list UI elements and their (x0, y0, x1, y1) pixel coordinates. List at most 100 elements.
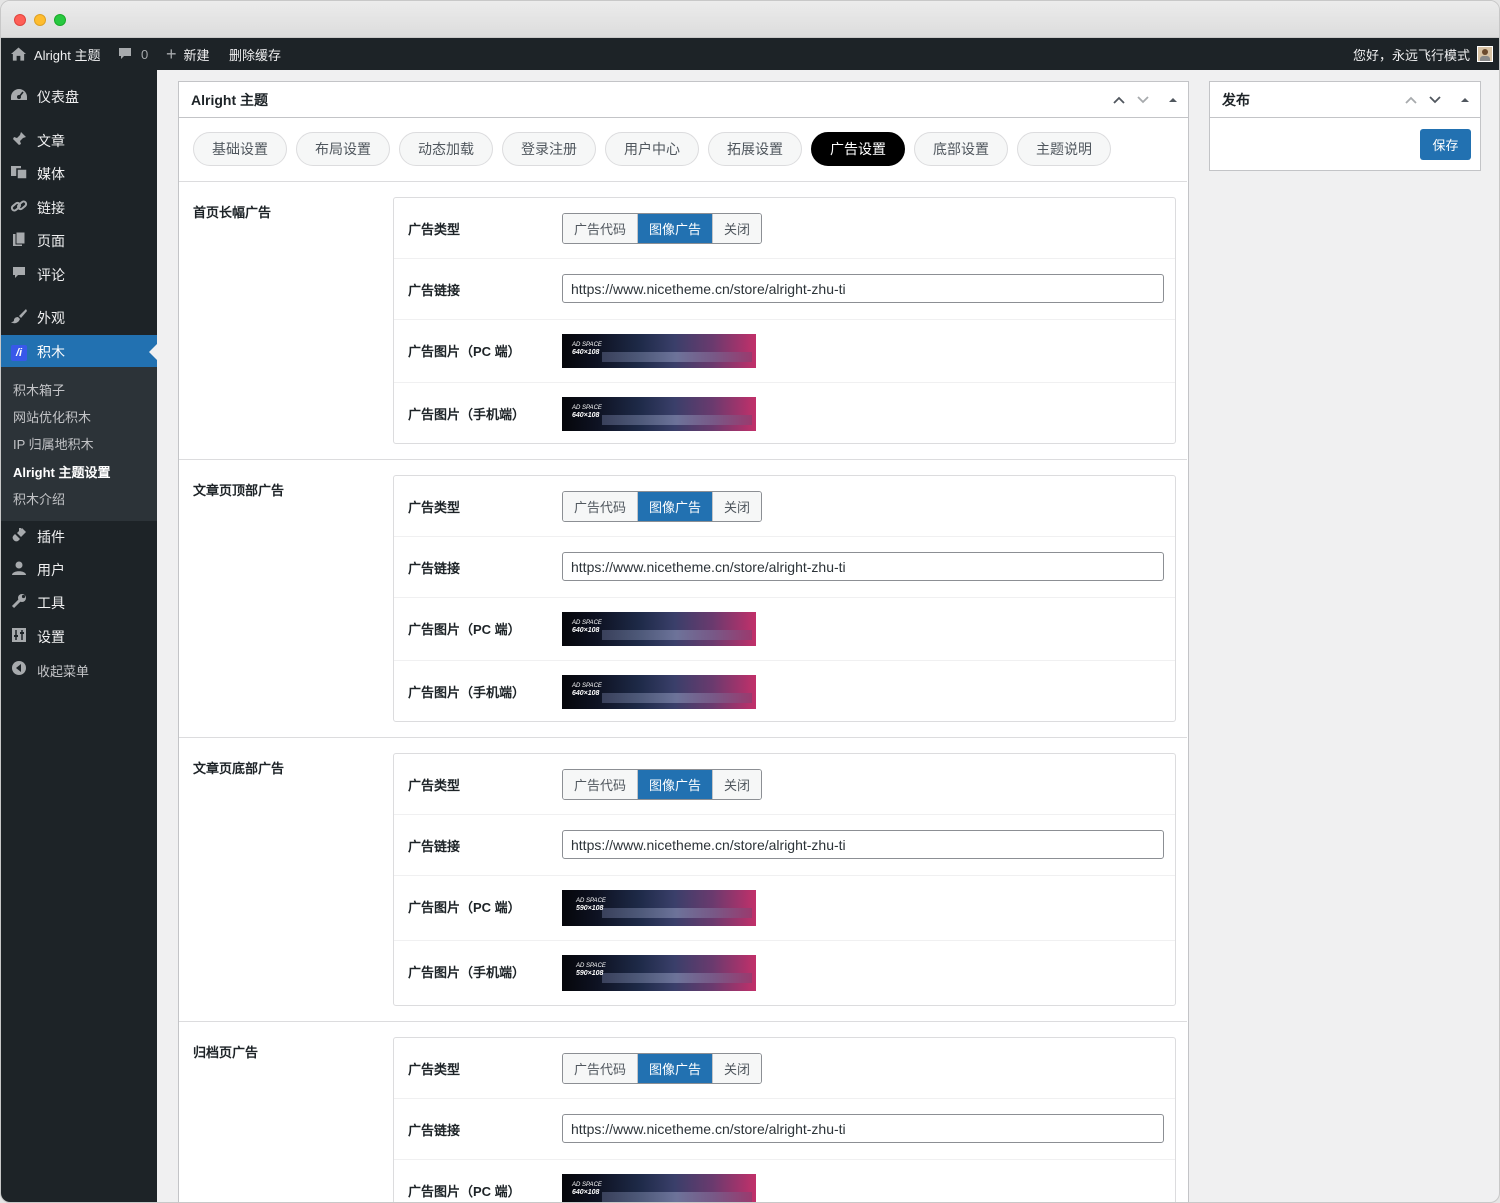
brush-icon (1, 308, 37, 328)
move-down-icon[interactable] (1136, 95, 1150, 105)
close-window-button[interactable] (14, 14, 26, 26)
sidebar-item-label: 外观 (37, 310, 65, 326)
ad-link-input[interactable]: https://www.nicetheme.cn/store/alright-z… (562, 830, 1164, 859)
ad-type-image-option[interactable]: 图像广告 (638, 770, 714, 799)
toggle-panel-icon[interactable] (1458, 95, 1472, 105)
save-button[interactable]: 保存 (1420, 129, 1471, 160)
ad-type-image-option[interactable]: 图像广告 (638, 492, 714, 521)
ad-link-row: 广告链接 https://www.nicetheme.cn/store/alri… (394, 259, 1175, 320)
ad-space-label: AD SPACE (572, 683, 602, 689)
sidebar-item-users[interactable]: 用户 (1, 553, 157, 587)
section-fields: 广告类型 广告代码 图像广告 关闭 广告链接 https://www.nicet… (393, 1037, 1176, 1202)
submenu-item-site-optimization[interactable]: 网站优化积木 (13, 410, 92, 425)
zoom-window-button[interactable] (54, 14, 66, 26)
sidebar-item-label: 链接 (37, 200, 65, 216)
ad-type-code-option[interactable]: 广告代码 (563, 214, 639, 243)
submenu-item-ip-location[interactable]: IP 归属地积木 (13, 437, 94, 452)
ad-link-label: 广告链接 (408, 561, 461, 576)
sidebar-item-media[interactable]: 媒体 (1, 157, 157, 191)
sidebar-item-links[interactable]: 链接 (1, 191, 157, 225)
sidebar-item-posts[interactable]: 文章 (1, 124, 157, 158)
minimize-window-button[interactable] (34, 14, 46, 26)
sidebar-item-tools[interactable]: 工具 (1, 586, 157, 620)
sidebar-item-collapse[interactable]: 收起菜单 (1, 653, 157, 687)
ad-type-off-option[interactable]: 关闭 (713, 214, 762, 243)
new-content-link[interactable]: + 新建 (166, 38, 210, 70)
comments-link[interactable]: 0 (118, 38, 148, 70)
ad-link-input[interactable]: https://www.nicetheme.cn/store/alright-z… (562, 552, 1164, 581)
ad-type-row: 广告类型 广告代码 图像广告 关闭 (394, 1038, 1175, 1099)
ad-type-label: 广告类型 (408, 778, 461, 793)
ad-type-code-option[interactable]: 广告代码 (563, 492, 639, 521)
sidebar-item-label: 仪表盘 (37, 89, 79, 105)
move-up-icon[interactable] (1404, 95, 1418, 105)
box-controls (1112, 82, 1180, 118)
ad-image-mobile-label: 广告图片（手机端） (408, 685, 526, 700)
section-title: 归档页广告 (193, 1045, 259, 1060)
sidebar-item-appearance[interactable]: 外观 (1, 301, 157, 335)
sidebar-item-plugins[interactable]: 插件 (1, 520, 157, 554)
sidebar-item-label: 积木 (37, 344, 65, 360)
sidebar-item-jimu[interactable]: /i 积木 (1, 335, 157, 369)
box-controls (1404, 82, 1472, 118)
submenu-item-alright-settings[interactable]: Alright 主题设置 (13, 465, 111, 480)
ad-type-off-option[interactable]: 关闭 (713, 1054, 762, 1083)
ad-link-input[interactable]: https://www.nicetheme.cn/store/alright-z… (562, 274, 1164, 303)
ad-type-off-option[interactable]: 关闭 (713, 492, 762, 521)
tab-footer[interactable]: 底部设置 (914, 132, 1008, 166)
move-down-icon[interactable] (1428, 95, 1442, 105)
sidebar-item-label: 页面 (37, 233, 65, 249)
tab-theme-notes[interactable]: 主题说明 (1017, 132, 1111, 166)
ad-type-image-option[interactable]: 图像广告 (638, 1054, 714, 1083)
move-up-icon[interactable] (1112, 95, 1126, 105)
toggle-panel-icon[interactable] (1166, 95, 1180, 105)
settings-icon (1, 627, 37, 647)
tab-dynamic-loading[interactable]: 动态加载 (399, 132, 493, 166)
tab-layout[interactable]: 布局设置 (296, 132, 390, 166)
theme-settings-header: Alright 主题 (179, 82, 1188, 118)
ad-type-code-option[interactable]: 广告代码 (563, 770, 639, 799)
sidebar-item-settings[interactable]: 设置 (1, 620, 157, 654)
sidebar-item-dashboard[interactable]: 仪表盘 (1, 80, 157, 114)
pin-icon (1, 131, 37, 151)
tab-login-register[interactable]: 登录注册 (502, 132, 596, 166)
tab-extensions[interactable]: 拓展设置 (708, 132, 802, 166)
tab-basic[interactable]: 基础设置 (193, 132, 287, 166)
sidebar-item-comments[interactable]: 评论 (1, 258, 157, 292)
clear-cache-link[interactable]: 删除缓存 (229, 38, 281, 70)
comments-count: 0 (141, 46, 149, 62)
site-name-link[interactable]: Alright 主题 (11, 38, 100, 70)
sidebar-item-pages[interactable]: 页面 (1, 224, 157, 258)
sidebar-item-label: 收起菜单 (37, 663, 90, 679)
my-account-link[interactable]: 您好，永远飞行模式 (1353, 38, 1493, 70)
ad-size-text: 640×108 (572, 1189, 600, 1196)
ad-type-selector: 广告代码 图像广告 关闭 (562, 769, 763, 800)
ad-type-selector: 广告代码 图像广告 关闭 (562, 213, 763, 244)
ad-type-off-option[interactable]: 关闭 (713, 770, 762, 799)
section-title: 首页长幅广告 (193, 205, 272, 220)
ad-type-image-option[interactable]: 图像广告 (638, 214, 714, 243)
submenu-item-jimu-intro[interactable]: 积木介绍 (13, 492, 66, 507)
submenu-item-jimu-box[interactable]: 积木箱子 (13, 383, 66, 398)
ad-link-row: 广告链接 https://www.nicetheme.cn/store/alri… (394, 1099, 1175, 1160)
tab-ads[interactable]: 广告设置 (811, 132, 905, 166)
ad-link-input[interactable]: https://www.nicetheme.cn/store/alright-z… (562, 1114, 1164, 1143)
ad-type-code-option[interactable]: 广告代码 (563, 1054, 639, 1083)
plus-icon: + (166, 43, 177, 64)
tab-user-center[interactable]: 用户中心 (605, 132, 699, 166)
ad-type-selector: 广告代码 图像广告 关闭 (562, 491, 763, 522)
ad-type-row: 广告类型 广告代码 图像广告 关闭 (394, 754, 1175, 815)
ad-type-label: 广告类型 (408, 222, 461, 237)
